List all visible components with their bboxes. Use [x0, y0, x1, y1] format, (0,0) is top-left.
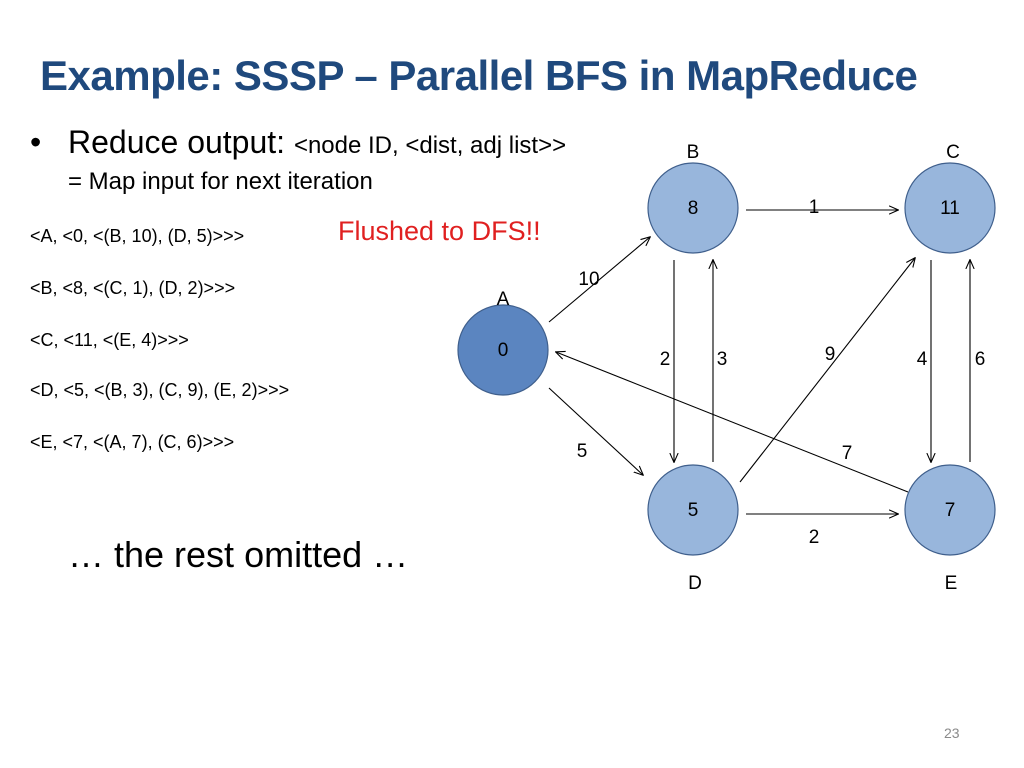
record-b: <B, <8, <(C, 1), (D, 2)>>>	[30, 278, 236, 298]
node-d-label: D	[688, 573, 702, 594]
edge-e-to-a-weight: 7	[842, 443, 853, 464]
node-d-circle	[647, 464, 739, 556]
node-a-circle	[457, 304, 549, 396]
node-e-circle	[904, 464, 996, 556]
edge-a-to-b-weight: 10	[578, 269, 599, 290]
record-d: <D, <5, <(B, 3), (C, 9), (E, 2)>>>	[30, 380, 290, 400]
edge-c-to-e-weight: 4	[917, 349, 928, 370]
node-c-label: C	[946, 142, 960, 163]
bullet-reduce-output: • Reduce output: <node ID, <dist, adj lis…	[30, 124, 566, 161]
node-a-label: A	[497, 289, 510, 310]
node-e-distance: 7	[945, 500, 956, 521]
record-c: <C, <11, <(E, 4)>>>	[30, 330, 189, 350]
rest-omitted-note: … the rest omitted …	[68, 534, 409, 575]
edge-d-to-b-weight: 3	[717, 349, 728, 370]
edge-d-to-c-weight: 9	[825, 344, 836, 365]
edge-a-to-d-arrow	[548, 387, 643, 475]
edge-d-to-c-arrow	[739, 258, 915, 483]
edge-b-to-d-weight: 2	[660, 349, 671, 370]
page-number: 23	[944, 725, 960, 741]
node-b-distance: 8	[688, 198, 699, 219]
flushed-note: Flushed to DFS!!	[338, 216, 541, 246]
slide-title: Example: SSSP – Parallel BFS in MapReduc…	[40, 52, 918, 99]
bullet-label: Reduce output:	[68, 124, 294, 160]
edge-a-to-d-weight: 5	[577, 441, 588, 462]
bullet-format: <node ID, <dist, adj list>>	[293, 132, 567, 159]
edge-a-to-b-arrow	[548, 237, 650, 323]
edge-d-to-e-weight: 2	[809, 527, 820, 548]
bullet-continuation: = Map input for next iteration	[68, 168, 373, 195]
node-b-label: B	[687, 142, 700, 163]
node-c-circle	[904, 162, 996, 254]
record-e: <E, <7, <(A, 7), (C, 6)>>>	[30, 432, 235, 452]
node-b-circle	[647, 162, 739, 254]
record-a: <A, <0, <(B, 10), (D, 5)>>>	[30, 226, 245, 246]
edge-e-to-c-weight: 6	[975, 349, 986, 370]
edge-b-to-c-weight: 1	[809, 197, 820, 218]
node-e-label: E	[945, 573, 958, 594]
bullet-dot: •	[30, 124, 42, 160]
edge-e-to-a-arrow	[556, 352, 909, 493]
node-c-distance: 11	[940, 198, 960, 219]
node-d-distance: 5	[688, 500, 699, 521]
node-a-distance: 0	[498, 340, 509, 361]
